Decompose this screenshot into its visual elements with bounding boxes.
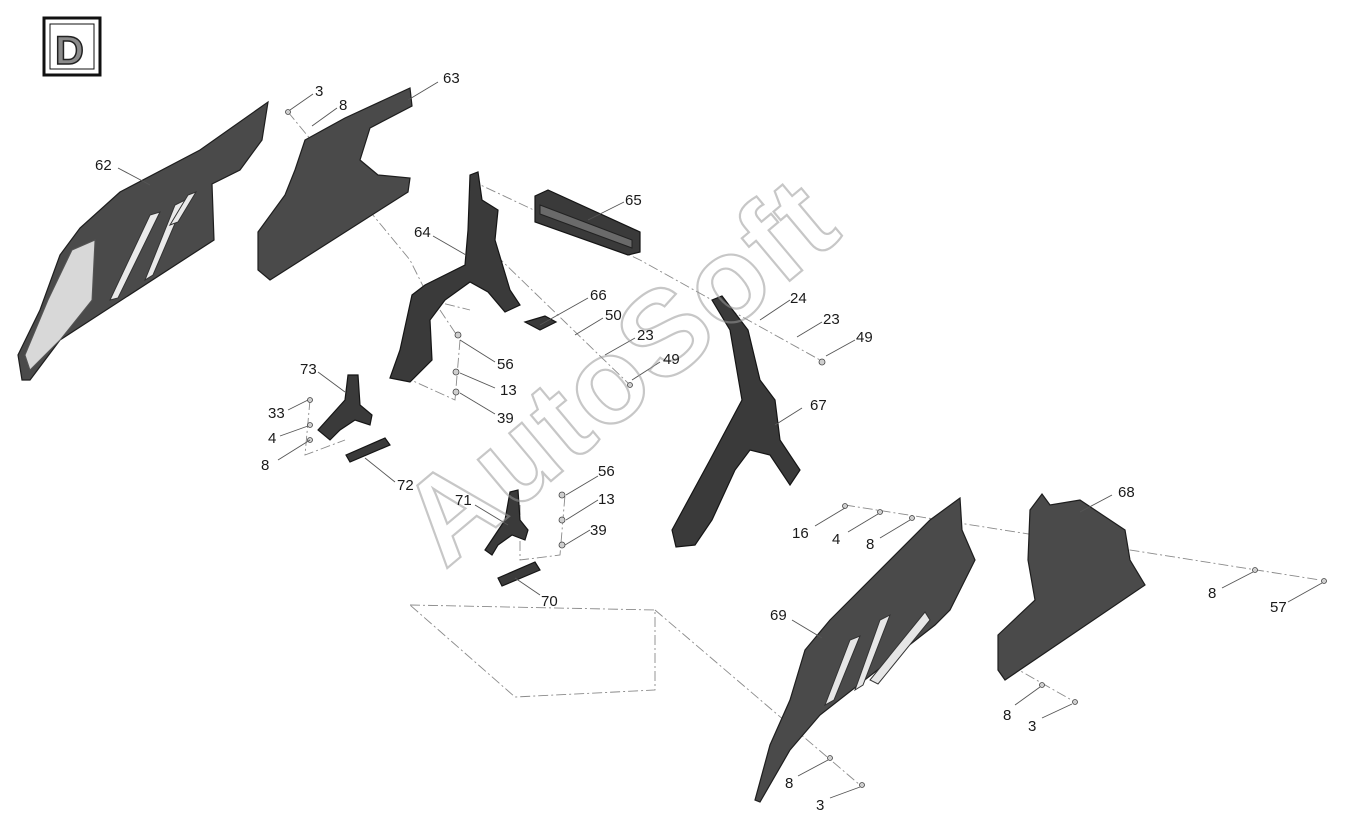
callout-70: 70 [541, 593, 558, 610]
callout-39b: 39 [590, 522, 607, 539]
hardware-fasteners [285, 109, 1327, 788]
callout-8f: 8 [785, 775, 793, 792]
callout-68: 68 [1118, 484, 1135, 501]
callout-8c: 8 [866, 536, 874, 553]
part-62-side-panel [17, 100, 269, 381]
part-68-rear-panel [997, 492, 1146, 681]
callout-8b: 8 [261, 457, 269, 474]
part-73-bracket [317, 374, 373, 441]
part-71-bracket [484, 489, 529, 556]
callout-66: 66 [590, 287, 607, 304]
callout-62: 62 [95, 157, 112, 174]
callout-39a: 39 [497, 410, 514, 427]
callout-33: 33 [268, 405, 285, 422]
callout-16: 16 [792, 525, 809, 542]
part-66-bracket [523, 315, 558, 331]
callout-13a: 13 [500, 382, 517, 399]
callout-49a: 49 [663, 351, 680, 368]
part-69-side-panel [754, 496, 976, 803]
callout-24: 24 [790, 290, 807, 307]
callout-71: 71 [455, 492, 472, 509]
part-67-rear-frame [671, 295, 801, 548]
callout-23b: 23 [823, 311, 840, 328]
part-63-upper-panel [257, 87, 413, 281]
callout-67: 67 [810, 397, 827, 414]
callout-3a: 3 [315, 83, 323, 100]
callout-64: 64 [414, 224, 431, 241]
callout-23a: 23 [637, 327, 654, 344]
part-65-crossbeam [534, 189, 641, 256]
part-70-plate [497, 561, 541, 587]
callout-13b: 13 [598, 491, 615, 508]
callout-49b: 49 [856, 329, 873, 346]
part-64-frame [389, 171, 521, 383]
callout-73: 73 [300, 361, 317, 378]
callout-50: 50 [605, 307, 622, 324]
callout-8e: 8 [1003, 707, 1011, 724]
watermark-text: AutoSoft [376, 151, 862, 589]
callout-labels: 3 8 63 62 65 64 66 50 23 24 23 49 49 56 … [95, 70, 1287, 814]
callout-3b: 3 [1028, 718, 1036, 735]
callout-8a: 8 [339, 97, 347, 114]
callout-56b: 56 [598, 463, 615, 480]
callout-4b: 4 [832, 531, 840, 548]
view-badge: D [42, 16, 102, 77]
callout-4a: 4 [268, 430, 276, 447]
callout-69: 69 [770, 607, 787, 624]
leader-lines [117, 81, 1323, 799]
part-72-plate [345, 437, 391, 463]
callout-63: 63 [443, 70, 460, 87]
callout-57: 57 [1270, 599, 1287, 616]
callout-72: 72 [397, 477, 414, 494]
callout-56a: 56 [497, 356, 514, 373]
callout-8d: 8 [1208, 585, 1216, 602]
callout-65: 65 [625, 192, 642, 209]
callout-3c: 3 [816, 797, 824, 814]
view-badge-letter: D [55, 29, 84, 73]
